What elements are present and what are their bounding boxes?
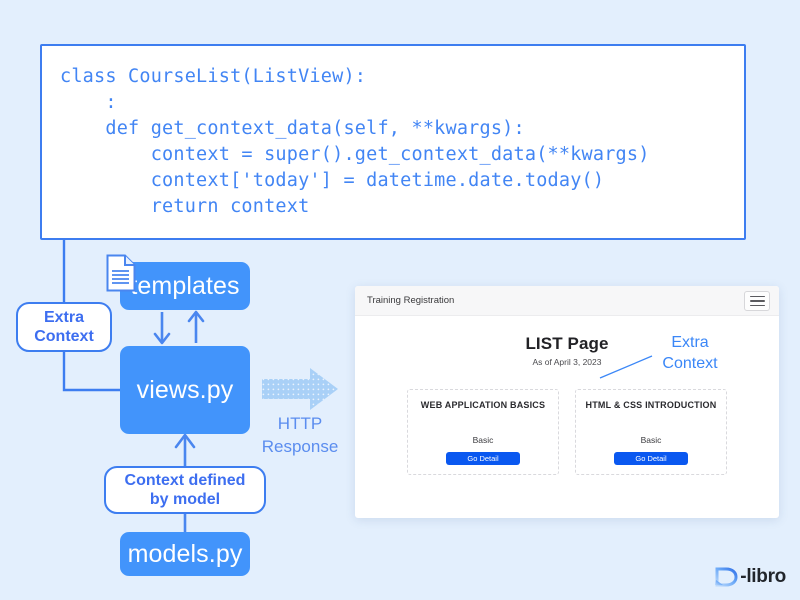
node-templates[interactable]: templates bbox=[120, 262, 250, 310]
list-page-heading-block: LIST Page As of April 3, 2023 Extra Cont… bbox=[355, 334, 779, 379]
course-card-title: WEB APPLICATION BASICS bbox=[420, 400, 546, 410]
logo-text: -libro bbox=[740, 566, 786, 587]
hamburger-line-2 bbox=[749, 300, 765, 302]
course-card[interactable]: HTML & CSS INTRODUCTION Basic Go Detail bbox=[575, 389, 727, 475]
browser-topbar: Training Registration bbox=[355, 286, 779, 316]
node-views[interactable]: views.py bbox=[120, 346, 250, 434]
code-block-text: class CourseList(ListView): : def get_co… bbox=[60, 66, 650, 217]
arrow-down-icon bbox=[153, 312, 171, 345]
code-block: class CourseList(ListView): : def get_co… bbox=[40, 44, 746, 240]
node-templates-label: templates bbox=[130, 271, 240, 300]
course-card[interactable]: WEB APPLICATION BASICS Basic Go Detail bbox=[407, 389, 559, 475]
course-card-level: Basic bbox=[472, 435, 494, 445]
go-detail-button[interactable]: Go Detail bbox=[614, 452, 688, 465]
go-detail-button[interactable]: Go Detail bbox=[446, 452, 520, 465]
arrow-up-icon-models bbox=[174, 433, 196, 466]
arrow-up-icon bbox=[187, 310, 205, 343]
node-models[interactable]: models.py bbox=[120, 532, 250, 576]
callout-line1: Extra bbox=[671, 334, 709, 351]
node-models-label: models.py bbox=[127, 539, 243, 568]
page-subtitle: As of April 3, 2023 bbox=[532, 357, 602, 367]
http-label-line2: Response bbox=[261, 437, 339, 456]
file-icon bbox=[106, 254, 136, 292]
hamburger-line-1 bbox=[749, 295, 765, 298]
pill-context-model-line1: Context defined bbox=[124, 472, 246, 489]
pill-extra-context-line2: Context bbox=[34, 328, 94, 345]
extra-context-callout: Extra Context bbox=[647, 332, 733, 374]
hamburger-line-3 bbox=[749, 304, 765, 307]
pill-extra-context[interactable]: Extra Context bbox=[16, 302, 112, 352]
d-libro-logo: -libro bbox=[714, 566, 786, 588]
http-response-arrow-icon bbox=[262, 368, 338, 410]
callout-connector-line bbox=[599, 355, 653, 379]
browser-mockup: Training Registration LIST Page As of Ap… bbox=[355, 286, 779, 518]
course-card-list: WEB APPLICATION BASICS Basic Go Detail H… bbox=[355, 389, 779, 475]
pill-extra-context-line1: Extra bbox=[43, 309, 85, 326]
browser-title: Training Registration bbox=[367, 295, 455, 306]
http-label-line1: HTTP bbox=[277, 414, 323, 433]
node-views-label: views.py bbox=[136, 375, 234, 404]
browser-body: LIST Page As of April 3, 2023 Extra Cont… bbox=[355, 316, 779, 518]
http-response-label: HTTP Response bbox=[248, 412, 352, 458]
pill-context-model-line2: by model bbox=[149, 491, 221, 508]
pill-context-defined-by-model[interactable]: Context defined by model bbox=[104, 466, 266, 514]
course-card-title: HTML & CSS INTRODUCTION bbox=[585, 400, 717, 410]
d-mark-icon bbox=[715, 567, 738, 587]
callout-line2: Context bbox=[662, 355, 718, 372]
page-title: LIST Page bbox=[525, 334, 609, 353]
hamburger-menu-icon[interactable] bbox=[744, 291, 770, 311]
course-card-level: Basic bbox=[640, 435, 662, 445]
